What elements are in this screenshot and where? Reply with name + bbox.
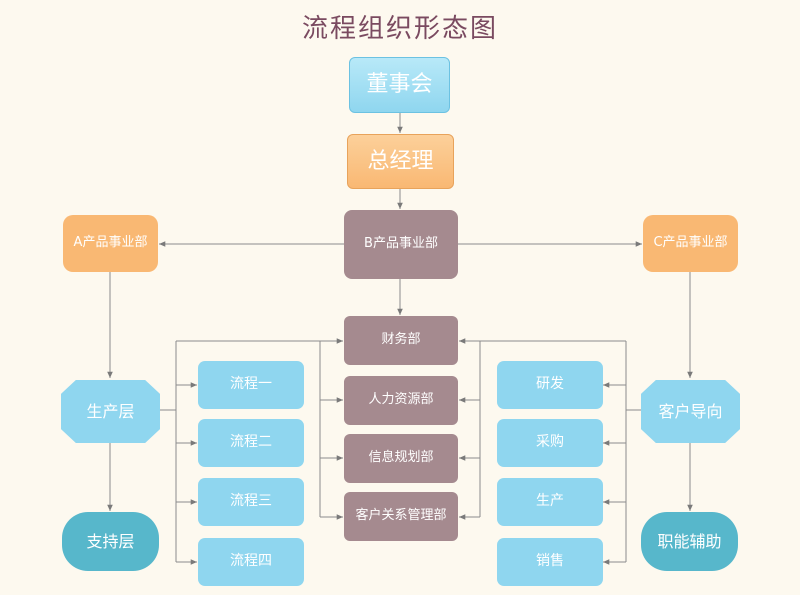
node-sales[interactable]: 销售 [497, 538, 603, 586]
node-production-layer[interactable]: 生产层 [61, 380, 160, 443]
node-process-4[interactable]: 流程四 [198, 538, 304, 586]
node-hr[interactable]: 人力资源部 [344, 376, 458, 425]
node-crm[interactable]: 客户关系管理部 [344, 492, 458, 541]
node-process-1[interactable]: 流程一 [198, 361, 304, 409]
node-production[interactable]: 生产 [497, 478, 603, 526]
node-b-division[interactable]: B产品事业部 [344, 210, 458, 279]
node-support-layer[interactable]: 支持层 [62, 512, 159, 571]
node-board[interactable]: 董事会 [349, 57, 450, 113]
node-c-division[interactable]: C产品事业部 [643, 215, 738, 272]
node-procurement[interactable]: 采购 [497, 419, 603, 467]
page-title: 流程组织形态图 [301, 14, 498, 44]
node-customer-oriented[interactable]: 客户导向 [641, 380, 740, 443]
node-functional-support[interactable]: 职能辅助 [641, 512, 738, 571]
node-finance[interactable]: 财务部 [344, 316, 458, 365]
node-general-manager[interactable]: 总经理 [347, 134, 454, 189]
node-rnd[interactable]: 研发 [497, 361, 603, 409]
node-info-planning[interactable]: 信息规划部 [344, 434, 458, 483]
node-process-2[interactable]: 流程二 [198, 419, 304, 467]
node-process-3[interactable]: 流程三 [198, 478, 304, 526]
node-a-division[interactable]: A产品事业部 [63, 215, 158, 272]
